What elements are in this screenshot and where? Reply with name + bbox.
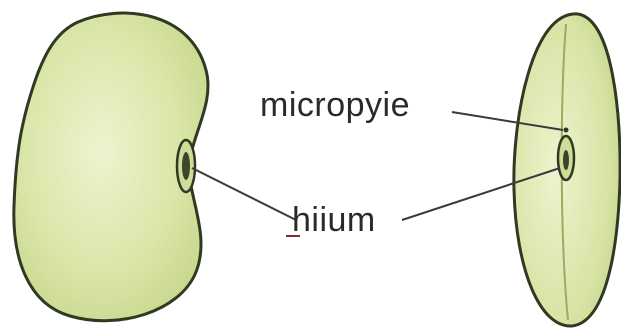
hilum-leader-left: [192, 168, 296, 220]
hilum-label: hiium: [292, 203, 376, 237]
bean-seed-side-view: [14, 13, 208, 321]
micropyle-dot: [564, 128, 569, 133]
leader-lines: [192, 112, 563, 236]
bean-seed-edge-view: [514, 14, 620, 326]
micropyle-label: micropyie: [260, 88, 410, 122]
hilum-inner-edge: [563, 150, 569, 170]
hilum-inner-side: [182, 152, 190, 180]
